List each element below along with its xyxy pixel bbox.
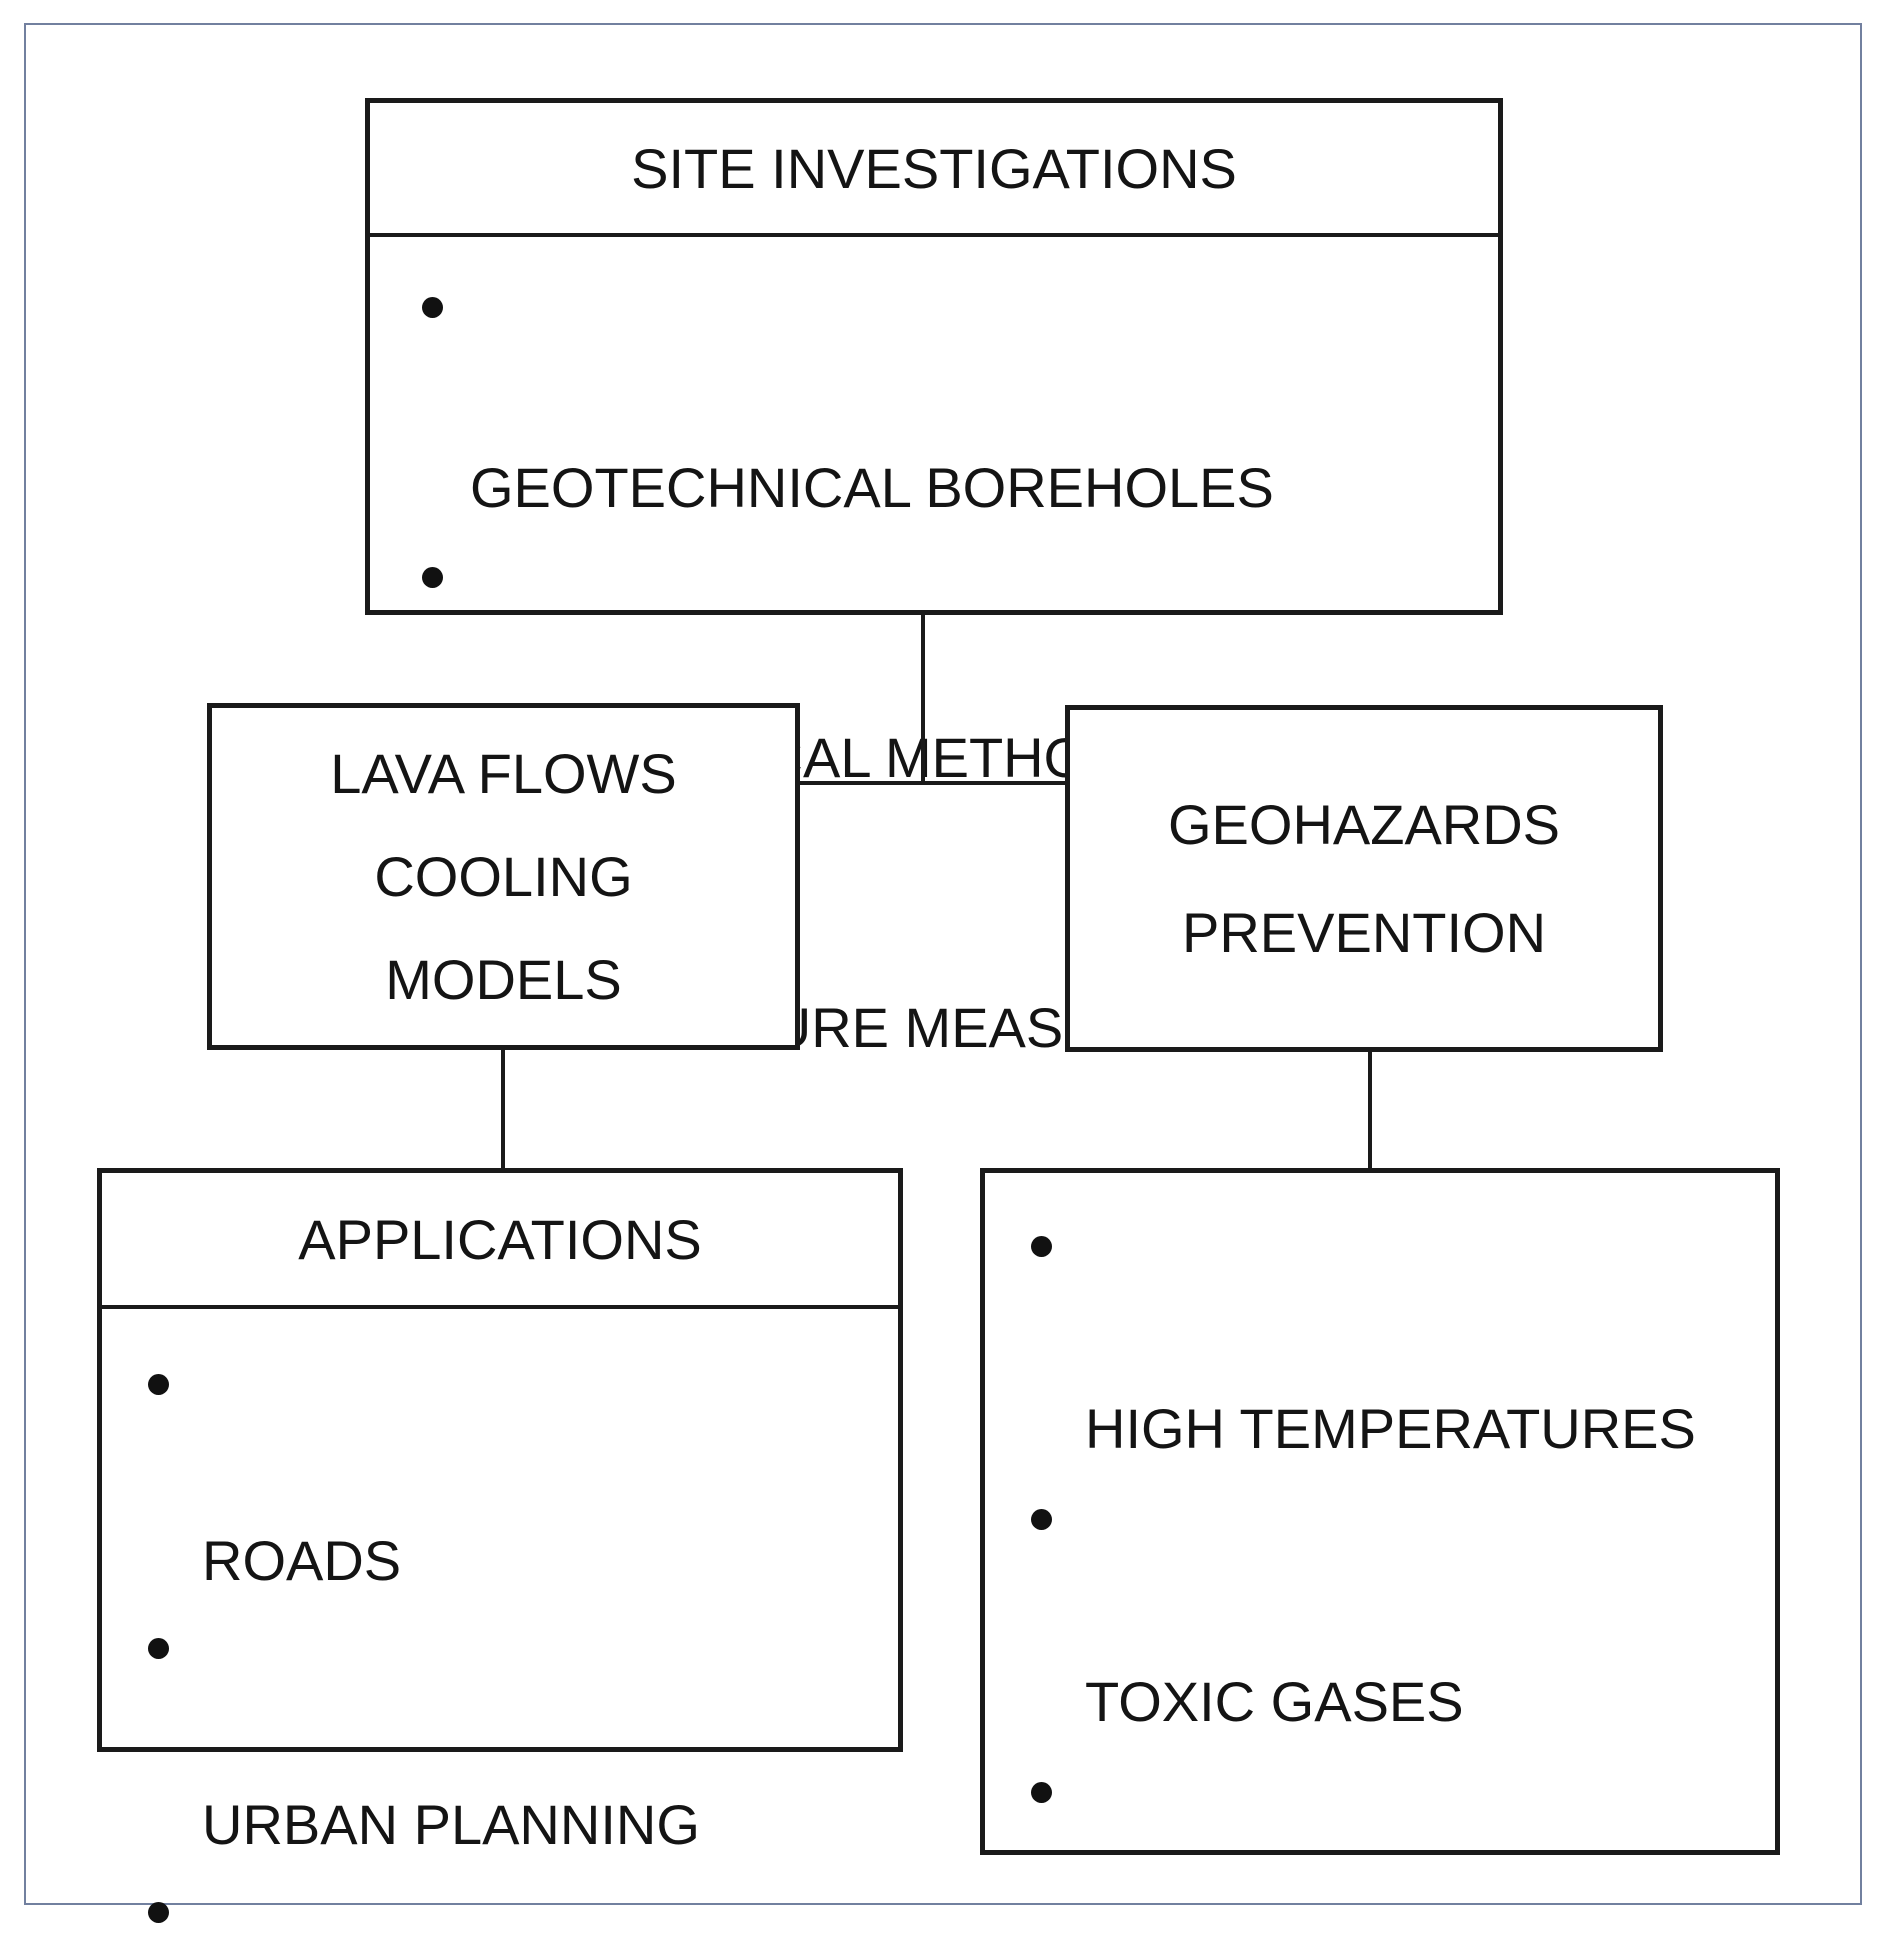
list-item: ROADS — [102, 1341, 898, 1605]
list-item: HIGH TEMPERATURES — [985, 1201, 1775, 1474]
connector-lava-to-applications — [501, 1048, 505, 1170]
connector-middle-horizontal — [798, 781, 1067, 785]
bullet-dot-icon — [148, 1902, 169, 1923]
connector-site-to-middle — [921, 613, 925, 783]
box-geohazards-prevention: GEOHAZARDS PREVENTION — [1065, 705, 1663, 1052]
box-site-investigations: SITE INVESTIGATIONS GEOTECHNICAL BOREHOL… — [365, 98, 1503, 1059]
bullet-dot-icon — [148, 1638, 169, 1659]
geohazards-prevention-lines: GEOHAZARDS PREVENTION — [1070, 710, 1658, 1047]
list-item-label: ROADS — [202, 1529, 402, 1592]
list-item: GEOTECHNICAL BOREHOLES — [370, 263, 1498, 533]
bullet-dot-icon — [422, 297, 443, 318]
list-item: AGRICULTURE — [102, 1869, 898, 1936]
list-item: URBAN PLANNING — [102, 1605, 898, 1869]
box-line-label: COOLING — [374, 845, 633, 908]
applications-title: APPLICATIONS — [102, 1173, 898, 1309]
bullet-dot-icon — [1031, 1235, 1052, 1257]
list-item-label: GEOTECHNICAL BOREHOLES — [470, 456, 1274, 519]
list-item-label: TOXIC GASES — [1085, 1670, 1464, 1733]
box-line-label: PREVENTION — [1181, 900, 1547, 964]
lava-flows-lines: LAVA FLOWS COOLING MODELS — [212, 708, 795, 1045]
box-lava-flows-cooling-models: LAVA FLOWS COOLING MODELS — [207, 703, 800, 1050]
list-item-label: HIGH TEMPERATURES — [1085, 1397, 1696, 1460]
box-line-label: GEOHAZARDS — [1167, 792, 1561, 856]
bullet-dot-icon — [148, 1374, 169, 1395]
bullet-dot-icon — [422, 567, 443, 588]
box-line-label: MODELS — [385, 948, 622, 1011]
list-item: TOXIC GASES — [985, 1474, 1775, 1747]
site-investigations-title: SITE INVESTIGATIONS — [370, 103, 1498, 237]
list-item: ASH DEPOSITS AND SLOPE STABILITY — [985, 1747, 1775, 1936]
geohazards-list: HIGH TEMPERATURES TOXIC GASES ASH DEPOSI… — [985, 1173, 1775, 1936]
outer-frame — [24, 23, 1862, 1905]
bullet-dot-icon — [1031, 1508, 1052, 1530]
list-item-label: URBAN PLANNING — [202, 1793, 700, 1856]
bullet-dot-icon — [1031, 1781, 1052, 1803]
applications-list: ROADS URBAN PLANNING AGRICULTURE LAND RE… — [102, 1309, 898, 1936]
box-line-label: LAVA FLOWS — [330, 742, 677, 805]
box-geohazards-list: HIGH TEMPERATURES TOXIC GASES ASH DEPOSI… — [980, 1168, 1780, 1855]
connector-geohazards-to-list — [1368, 1050, 1372, 1170]
box-applications: APPLICATIONS ROADS URBAN PLANNING AGRICU… — [97, 1168, 903, 1923]
